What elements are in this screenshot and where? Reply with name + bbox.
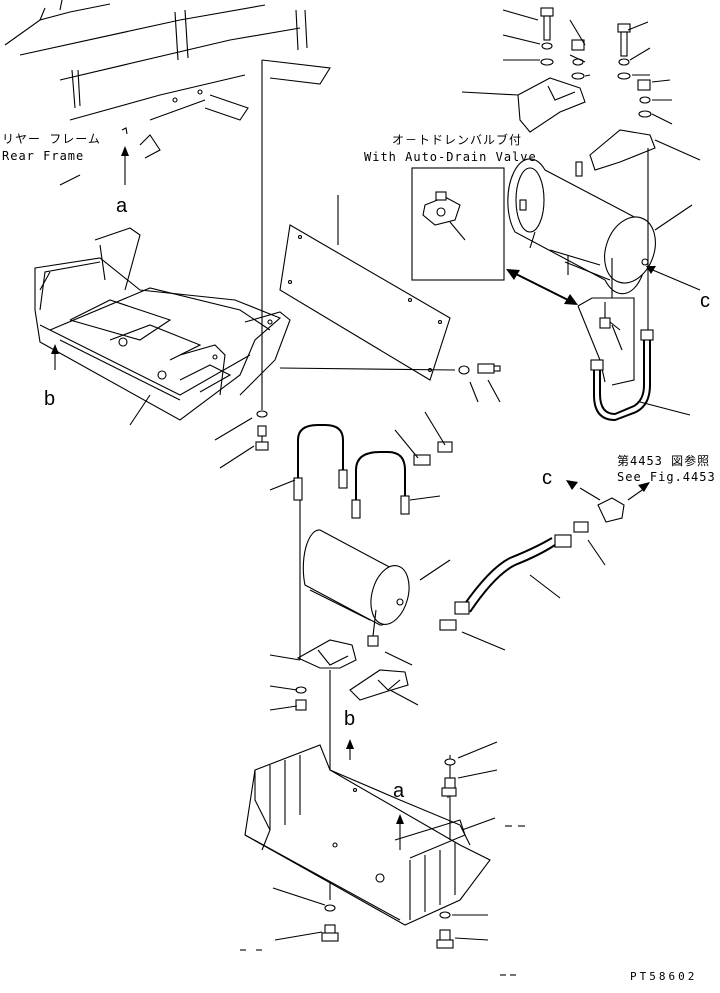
reference-letter-a-top: a xyxy=(116,195,128,217)
rear-frame-label-jp: リヤー フレーム xyxy=(2,132,101,146)
see-fig-label-en: See Fig.4453 xyxy=(617,470,716,484)
see-fig-label-jp: 第4453 図参照 xyxy=(617,454,711,468)
auto-drain-valve-inset xyxy=(411,167,505,281)
lower-air-tank xyxy=(269,411,650,900)
lower-tank-bracket xyxy=(240,739,525,976)
reference-letter-b-bottom: b xyxy=(344,708,356,730)
auto-drain-label-jp: オ－トドレンバルブ付 xyxy=(392,133,523,147)
drawing-number: PT58602 xyxy=(630,970,698,983)
upper-tank-bracket xyxy=(34,227,291,426)
cover-plate xyxy=(279,195,501,403)
upper-air-tank xyxy=(461,7,701,422)
auto-drain-label-en: With Auto-Drain Valve xyxy=(364,150,537,164)
rear-frame xyxy=(4,0,331,186)
reference-letter-c-mid: c xyxy=(542,467,552,489)
reference-letter-a-bottom: a xyxy=(393,780,405,802)
reference-letter-b-top: b xyxy=(44,388,56,410)
rear-frame-label-en: Rear Frame xyxy=(2,149,85,163)
upper-bolts xyxy=(214,60,269,469)
reference-letter-c-right: c xyxy=(700,290,710,312)
